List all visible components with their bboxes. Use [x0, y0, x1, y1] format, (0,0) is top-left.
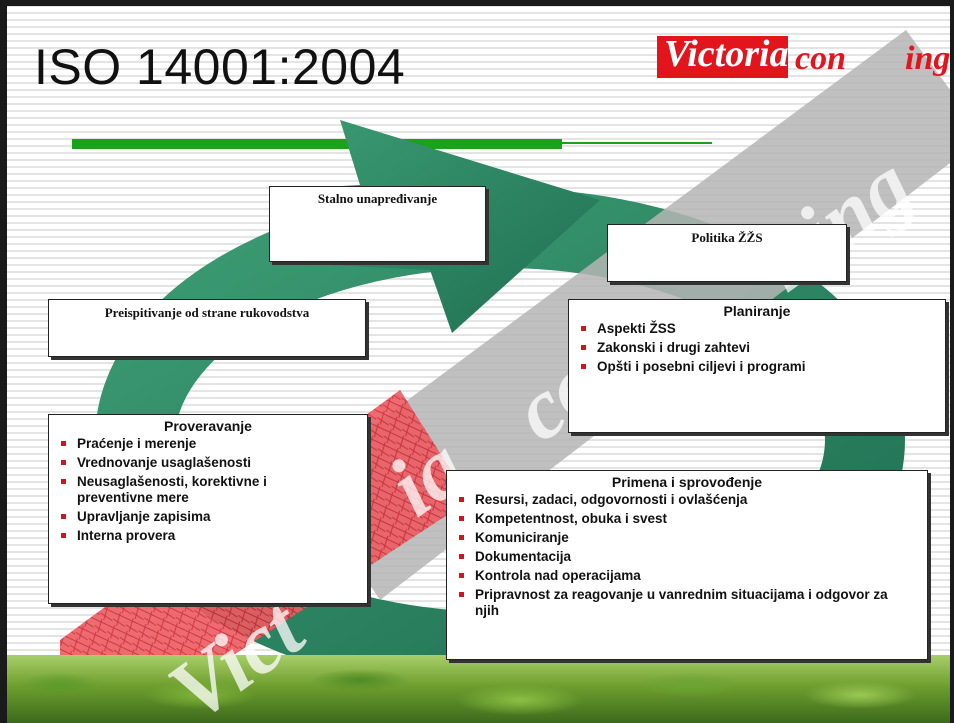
list-item-label: Neusaglašenosti, korektivne i preventivn…: [77, 474, 267, 505]
list-item: Kompetentnost, obuka i svest: [447, 511, 927, 527]
bullet-icon: [581, 326, 586, 331]
list-item: Opšti i posebni ciljevi i programi: [569, 359, 945, 375]
logo-word2: con: [795, 40, 846, 77]
list-item-label: Dokumentacija: [475, 549, 572, 564]
leaf-footer-image: [0, 655, 954, 723]
list-item: Aspekti ŽSS: [569, 321, 945, 337]
box-proveravanje: Proveravanje Praćenje i merenje Vrednova…: [48, 414, 368, 604]
list-item: Interna provera: [49, 528, 367, 544]
list-item: Resursi, zadaci, odgovornosti i ovlašćen…: [447, 492, 927, 508]
list-item-label: Zakonski i drugi zahtevi: [597, 340, 751, 355]
list-item-label: Interna provera: [77, 528, 176, 543]
list-item: Zakonski i drugi zahtevi: [569, 340, 945, 356]
box-stalno-title: Stalno unapređivanje: [317, 191, 438, 206]
accent-bar: [72, 139, 562, 149]
list-item-label: Opšti i posebni ciljevi i programi: [597, 359, 806, 374]
box-planiranje-title: Planiranje: [723, 303, 791, 319]
list-item: Kontrola nad operacijama: [447, 568, 927, 584]
bullet-icon: [459, 573, 464, 578]
logo-word3: ing: [905, 40, 951, 77]
box-preispitivanje: Preispitivanje od strane rukovodstva: [48, 299, 366, 357]
bullet-icon: [459, 554, 464, 559]
list-item: Vrednovanje usaglašenosti: [49, 455, 367, 471]
list-item: Praćenje i merenje: [49, 436, 367, 452]
bullet-icon: [459, 497, 464, 502]
box-planiranje: Planiranje Aspekti ŽSS Zakonski i drugi …: [568, 299, 946, 433]
bullet-icon: [61, 533, 66, 538]
bullet-icon: [61, 460, 66, 465]
list-item-label: Komuniciranje: [475, 530, 569, 545]
logo-red-block: [657, 36, 788, 78]
box-stalno: Stalno unapređivanje: [269, 186, 486, 262]
list-item-label: Resursi, zadaci, odgovornosti i ovlašćen…: [475, 492, 748, 507]
box-politika-title: Politika ŽŽS: [691, 230, 763, 245]
box-primena-title: Primena i sprovođenje: [611, 474, 763, 490]
list-item-label: Kontrola nad operacijama: [475, 568, 641, 583]
box-preispitivanje-title: Preispitivanje od strane rukovodstva: [104, 305, 310, 320]
bullet-icon: [581, 364, 586, 369]
list-item-label: Upravljanje zapisima: [77, 509, 211, 524]
list-item-label: Pripravnost za reagovanje u vanrednim si…: [475, 587, 888, 618]
bullet-icon: [61, 479, 66, 484]
list-item: Komuniciranje: [447, 530, 927, 546]
list-item: Neusaglašenosti, korektivne i preventivn…: [49, 474, 367, 506]
list-item-label: Vrednovanje usaglašenosti: [77, 455, 252, 470]
bullet-icon: [61, 514, 66, 519]
list-item-label: Kompetentnost, obuka i svest: [475, 511, 668, 526]
list-item-label: Aspekti ŽSS: [597, 321, 676, 336]
bullet-icon: [459, 592, 464, 597]
logo-word1: Victoria: [664, 33, 789, 75]
box-primena: Primena i sprovođenje Resursi, zadaci, o…: [446, 470, 928, 660]
proveravanje-list: Praćenje i merenje Vrednovanje usaglašen…: [49, 436, 367, 544]
bullet-icon: [581, 345, 586, 350]
page-title: ISO 14001:2004: [34, 39, 406, 95]
bullet-icon: [61, 441, 66, 446]
list-item: Dokumentacija: [447, 549, 927, 565]
list-item-label: Praćenje i merenje: [77, 436, 197, 451]
bullet-icon: [459, 516, 464, 521]
primena-list: Resursi, zadaci, odgovornosti i ovlašćen…: [447, 492, 927, 619]
list-item: Upravljanje zapisima: [49, 509, 367, 525]
list-item: Pripravnost za reagovanje u vanrednim si…: [447, 587, 927, 619]
accent-line: [562, 142, 712, 144]
box-politika: Politika ŽŽS: [607, 224, 847, 282]
box-proveravanje-title: Proveravanje: [164, 418, 252, 434]
bullet-icon: [459, 535, 464, 540]
planiranje-list: Aspekti ŽSS Zakonski i drugi zahtevi Opš…: [569, 321, 945, 375]
